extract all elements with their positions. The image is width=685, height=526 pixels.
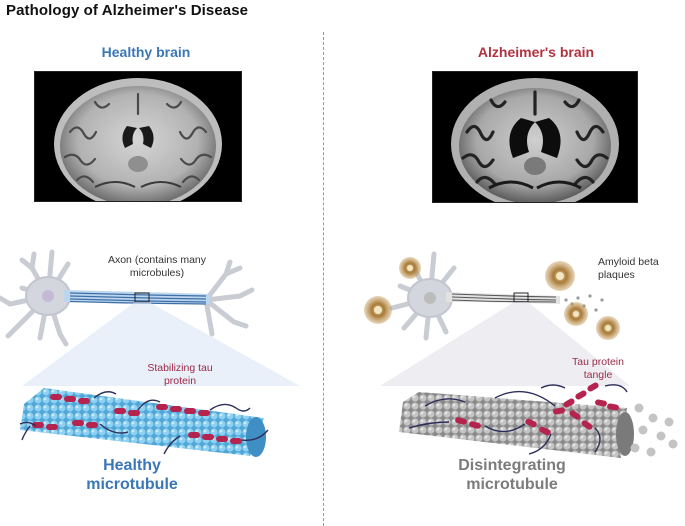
disintegrating-microtubule-diagram <box>395 378 685 473</box>
panel-divider <box>323 32 324 526</box>
alzheimers-neuron-diagram <box>340 238 640 388</box>
amyloid-plaques-label: Amyloid beta plaques <box>598 256 659 281</box>
disintegrating-microtubule-label: Disintegrating microtubule <box>458 457 566 493</box>
healthy-neuron-diagram <box>0 238 322 388</box>
axon-label: Axon (contains many microbules) <box>107 254 207 279</box>
alzheimers-mri-image <box>432 71 638 210</box>
healthy-microtubule-label: Healthy microtubule <box>86 457 178 493</box>
tau-tangle-label: Tau protein tangle <box>572 356 624 381</box>
healthy-microtubule-diagram <box>10 380 320 470</box>
alzheimers-brain-heading: Alzheimer's brain <box>477 44 595 60</box>
healthy-brain-heading: Healthy brain <box>101 44 191 60</box>
page-title: Pathology of Alzheimer's Disease <box>6 2 249 19</box>
healthy-mri-image <box>34 71 242 210</box>
healthy-tau-label: Stabilizing tau protein <box>147 362 213 387</box>
